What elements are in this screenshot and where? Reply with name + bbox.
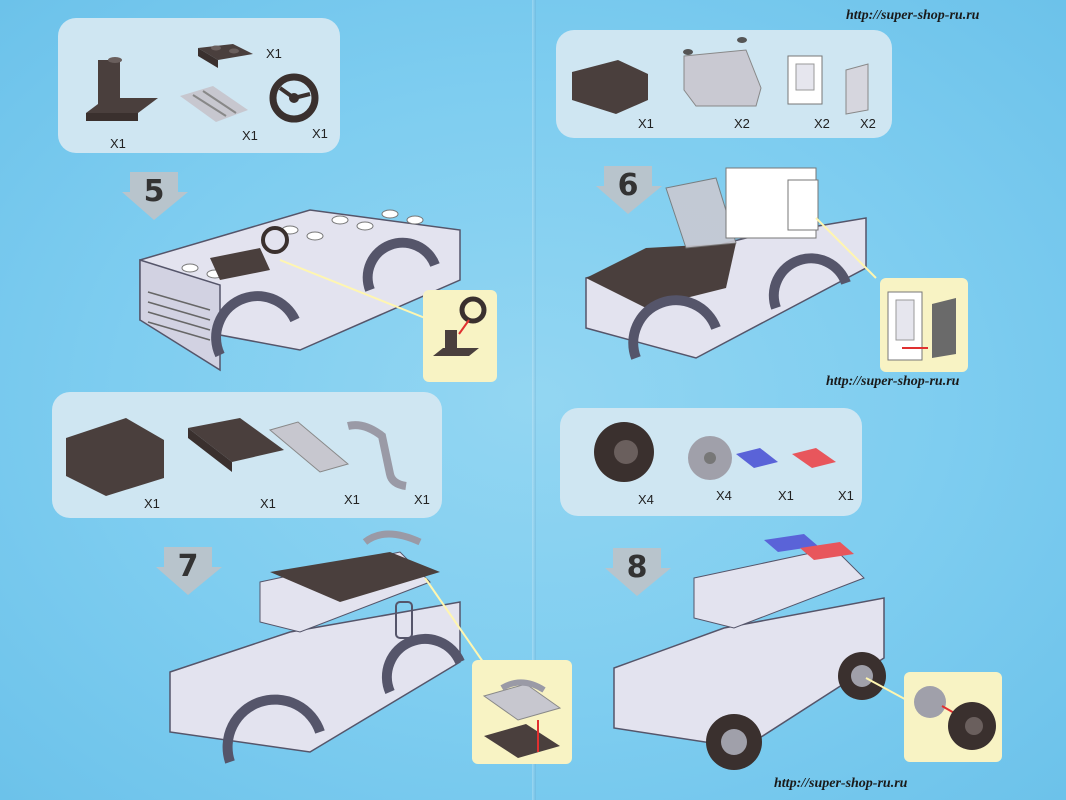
step-arrow-icon xyxy=(596,166,662,214)
wheel-assembly-detail xyxy=(914,686,996,750)
step-arrow-icon xyxy=(605,548,671,596)
step-8-detail-inset xyxy=(904,672,1002,762)
step-6-qty-3: X2 xyxy=(814,116,830,131)
step-7-qty-1: X1 xyxy=(144,496,160,511)
step-6-qty-4: X2 xyxy=(860,116,876,131)
step-8-parts-art xyxy=(594,422,836,482)
window-assembly-detail xyxy=(887,291,956,361)
blue-light-tile-icon xyxy=(736,448,778,468)
steering-wheel-icon xyxy=(269,73,319,123)
step-8-number: 8 xyxy=(626,550,648,585)
step-8-qty-1: X4 xyxy=(638,492,654,507)
watermark-url-top[interactable]: http://super-shop-ru.ru xyxy=(846,8,980,23)
plate-1x4-icon xyxy=(268,421,350,473)
window-frame-icon xyxy=(787,55,823,105)
plate-1x2-icon xyxy=(198,44,253,68)
grille-tile-icon xyxy=(180,86,248,122)
step-6-detail-inset xyxy=(880,278,968,372)
step-6-number: 6 xyxy=(617,168,639,203)
step-8-qty-4: X1 xyxy=(838,488,854,503)
step-5-parts-art xyxy=(86,44,319,123)
windscreen-icon xyxy=(683,37,762,107)
step-6-parts-panel: X1 X2 X2 X2 xyxy=(556,30,892,138)
roof-slope-icon xyxy=(66,418,164,496)
curved-slope-icon xyxy=(572,60,648,114)
step-7-detail-inset xyxy=(472,660,572,764)
step-8-police-car-illustration xyxy=(613,534,915,770)
step-7-qty-3: X1 xyxy=(344,492,360,507)
step-5-qty-3: X1 xyxy=(242,128,258,143)
step-5-qty-2: X1 xyxy=(266,46,282,61)
step-5-number: 5 xyxy=(143,174,165,209)
bracket-brick-icon xyxy=(86,57,158,121)
step-5-parts-panel: X1 X1 X1 X1 xyxy=(58,18,340,153)
step-6-car-cab-illustration xyxy=(585,167,877,360)
glass-pane-icon xyxy=(845,63,869,115)
step-arrow-icon xyxy=(122,172,188,220)
step-6-parts-art xyxy=(572,37,869,115)
tire-icon xyxy=(594,422,654,482)
step-7-number: 7 xyxy=(177,549,199,584)
step-5-qty-1: X1 xyxy=(110,136,126,151)
step-5-qty-4: X1 xyxy=(312,126,328,141)
step-8-parts-panel: X4 X4 X1 X1 xyxy=(560,408,862,516)
step-arrow-icon xyxy=(156,547,222,595)
red-light-tile-icon xyxy=(792,448,836,468)
handle-bar-icon xyxy=(347,421,407,490)
watermark-url-bottom[interactable]: http://super-shop-ru.ru xyxy=(774,776,908,791)
watermark-url-middle[interactable]: http://super-shop-ru.ru xyxy=(826,374,960,389)
steering-assembly-detail xyxy=(433,296,487,356)
step-7-parts-art xyxy=(66,418,407,496)
roof-assembly-detail xyxy=(482,679,562,758)
step-7-qty-4: X1 xyxy=(414,492,430,507)
wheel-rim-icon xyxy=(688,436,732,480)
plate-2x4-icon xyxy=(188,418,284,472)
page-fold xyxy=(532,0,536,800)
step-7-car-roof-illustration xyxy=(169,530,491,764)
step-7-qty-2: X1 xyxy=(260,496,276,511)
step-7-parts-panel: X1 X1 X1 X1 xyxy=(52,392,442,518)
step-8-qty-3: X1 xyxy=(778,488,794,503)
step-6-qty-2: X2 xyxy=(734,116,750,131)
step-8-qty-2: X4 xyxy=(716,488,732,503)
step-5-detail-inset xyxy=(423,290,497,382)
step-5-car-chassis-illustration xyxy=(139,209,461,372)
step-6-qty-1: X1 xyxy=(638,116,654,131)
